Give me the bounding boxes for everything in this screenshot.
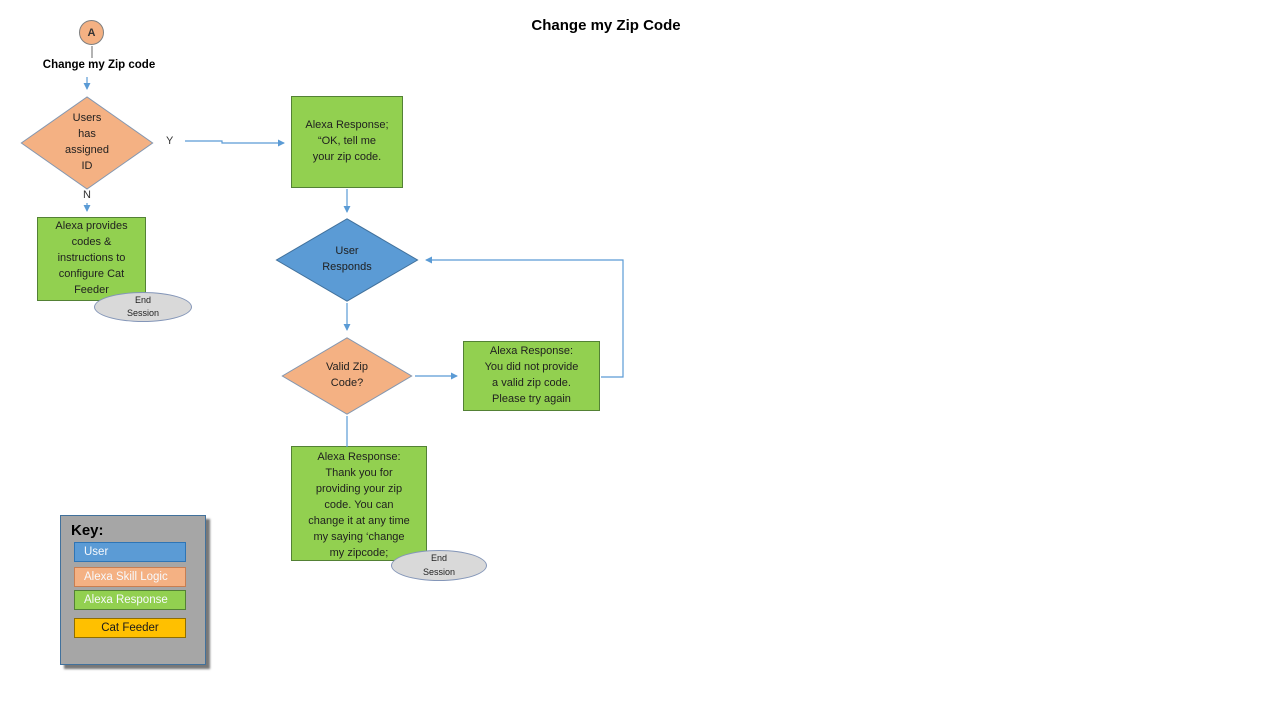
connector-yes-branch bbox=[185, 139, 285, 147]
legend-item-cat-feeder-label: Cat Feeder bbox=[101, 622, 159, 634]
branch-label-yes: Y bbox=[166, 135, 174, 147]
process-alexa-provides-codes: Alexa provides codes & instructions to c… bbox=[37, 217, 146, 301]
decision-user-responds: User Responds bbox=[275, 218, 419, 302]
decision-valid-zip-code: Valid Zip Code? bbox=[281, 337, 413, 415]
decision-valid-zip-code-label: Valid Zip Code? bbox=[326, 361, 368, 389]
legend-item-alexa-skill-logic: Alexa Skill Logic bbox=[74, 567, 186, 587]
terminator-end-session-bottom: End Session bbox=[391, 550, 487, 581]
process-alexa-provides-codes-label: Alexa provides codes & instructions to c… bbox=[55, 220, 128, 296]
process-alexa-response-invalid-zip-label: Alexa Response: You did not provide a va… bbox=[484, 345, 579, 405]
legend-heading: Key: bbox=[71, 522, 104, 539]
process-alexa-response-invalid-zip: Alexa Response: You did not provide a va… bbox=[463, 341, 600, 411]
terminator-end-session-left: End Session bbox=[94, 292, 192, 322]
legend-item-user-label: User bbox=[84, 546, 109, 558]
start-connector-label: A bbox=[87, 26, 96, 39]
terminator-end-session-left-label: End Session bbox=[126, 294, 160, 319]
start-caption: Change my Zip code bbox=[42, 59, 156, 71]
process-alexa-response-ok-label: Alexa Response; “OK, tell me your zip co… bbox=[305, 119, 389, 163]
terminator-end-session-bottom-label: End Session bbox=[422, 553, 456, 577]
legend-item-alexa-response-label: Alexa Response bbox=[84, 594, 168, 606]
diamond-shape bbox=[281, 337, 413, 415]
branch-label-no: N bbox=[83, 189, 91, 201]
legend-item-cat-feeder: Cat Feeder bbox=[74, 618, 186, 638]
process-alexa-response-thanks: Alexa Response: Thank you for providing … bbox=[291, 446, 427, 561]
legend-key-box: Key: User Alexa Skill Logic Alexa Respon… bbox=[60, 515, 206, 665]
legend-item-alexa-skill-logic-label: Alexa Skill Logic bbox=[84, 571, 168, 583]
diamond-shape bbox=[275, 218, 419, 302]
diagram-title: Change my Zip Code bbox=[531, 17, 681, 34]
diamond-shape bbox=[20, 96, 154, 190]
process-alexa-response-ok: Alexa Response; “OK, tell me your zip co… bbox=[291, 96, 403, 188]
decision-users-has-assigned-id: Users has assigned ID bbox=[20, 96, 154, 190]
process-alexa-response-thanks-label: Alexa Response: Thank you for providing … bbox=[308, 451, 410, 559]
legend-item-user: User bbox=[74, 542, 186, 562]
legend-item-alexa-response: Alexa Response bbox=[74, 590, 186, 610]
decision-user-responds-label: User Responds bbox=[322, 245, 372, 273]
decision-users-has-assigned-id-label: Users has assigned ID bbox=[64, 112, 110, 172]
start-connector-circle: A bbox=[79, 20, 104, 45]
